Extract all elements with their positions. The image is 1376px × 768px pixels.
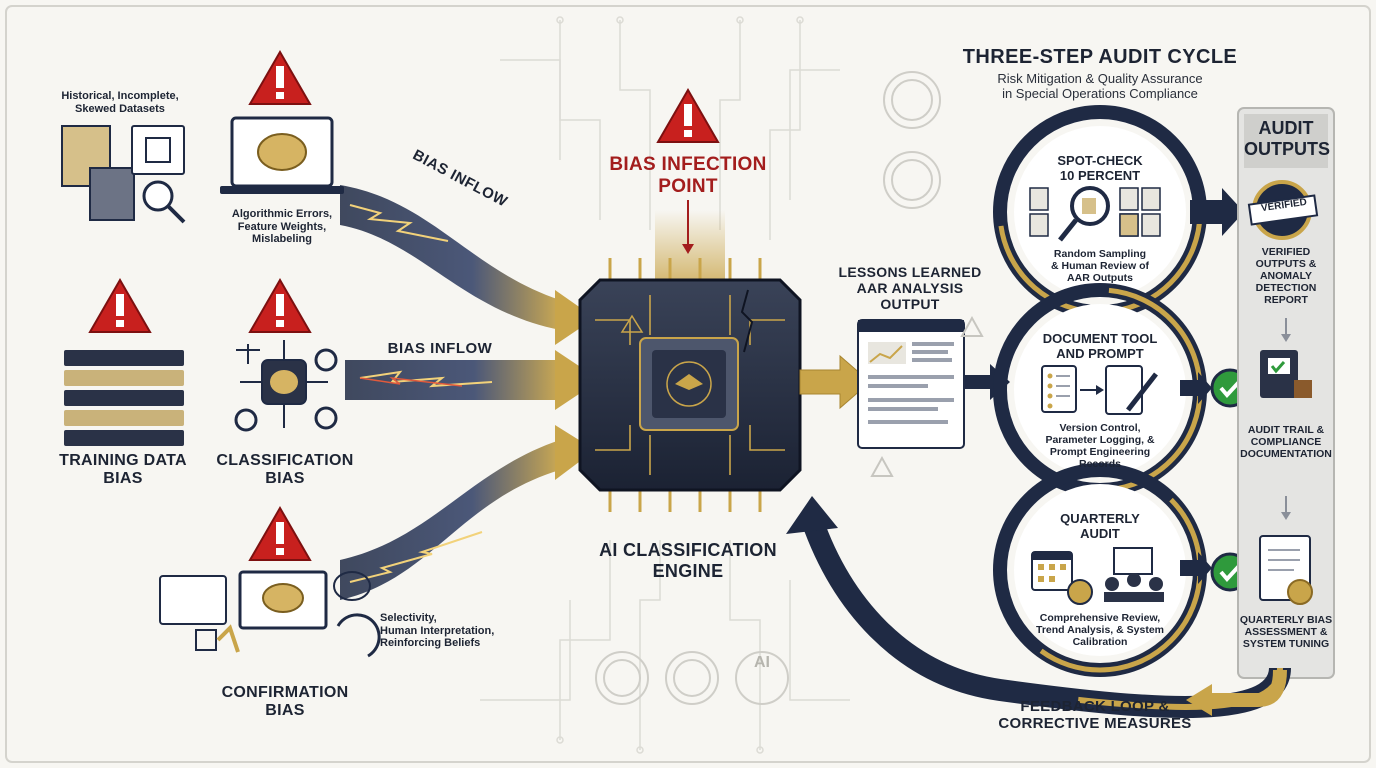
laptop-brain-icon (220, 116, 344, 194)
stream-top-arrowhead (555, 290, 595, 345)
bias-inflow-label-mid: BIAS INFLOW (387, 340, 493, 357)
warning-icon-confirmation (248, 505, 312, 561)
stream-bottom-arrowhead (555, 425, 595, 480)
feedback-loop-caption: FEEDBACK LOOP &CORRECTIVE MEASURES (998, 698, 1192, 733)
stream-bottom (340, 440, 560, 600)
selectivity-caption: Selectivity,Human Interpretation,Reinfor… (380, 612, 495, 650)
audit-cycle-title: THREE-STEP AUDIT CYCLE (962, 46, 1238, 68)
verified-badge-icon (1247, 180, 1319, 240)
quarterly-calendar-icon (1031, 547, 1164, 605)
warning-triangles (88, 49, 720, 561)
dataset-documents-icon (61, 125, 186, 224)
datasets-caption: Historical, Incomplete,Skewed Datasets (61, 90, 179, 115)
arrow-to-verified (1190, 188, 1244, 236)
stream-mid (345, 360, 560, 400)
assessment-certificate-icon (1259, 535, 1313, 605)
warning-icon-classification (248, 277, 312, 333)
algorithm-caption: Algorithmic Errors,Feature Weights,Misla… (231, 208, 333, 246)
audit-trail-binder-icon (1260, 350, 1312, 398)
stream-top (340, 185, 560, 330)
feedback-arrowhead-gold (1186, 684, 1212, 716)
training-data-stack-icon (64, 350, 184, 446)
ai-badge-text: AI (754, 654, 770, 671)
warning-icon-training (88, 277, 152, 333)
aar-report-document (857, 319, 965, 449)
warning-icon-infection (656, 87, 720, 143)
document-prompt-icon (1041, 365, 1158, 415)
confirmation-monitors-icon (159, 570, 381, 658)
outer-frame (5, 5, 1371, 763)
arrow-to-report (799, 354, 871, 410)
step-document-desc: Version Control,Parameter Logging, &Prom… (1045, 422, 1155, 471)
classification-network-icon (234, 340, 338, 432)
bias-streams (340, 185, 600, 600)
step-quarterly-desc: Comprehensive Review,Trend Analysis, & S… (1036, 612, 1164, 649)
stream-mid-arrowhead (555, 350, 600, 410)
warning-icon-data-top (248, 49, 312, 105)
faint-seals (595, 71, 941, 705)
spot-check-docs-icon (1029, 186, 1161, 242)
ai-chip (578, 258, 802, 512)
